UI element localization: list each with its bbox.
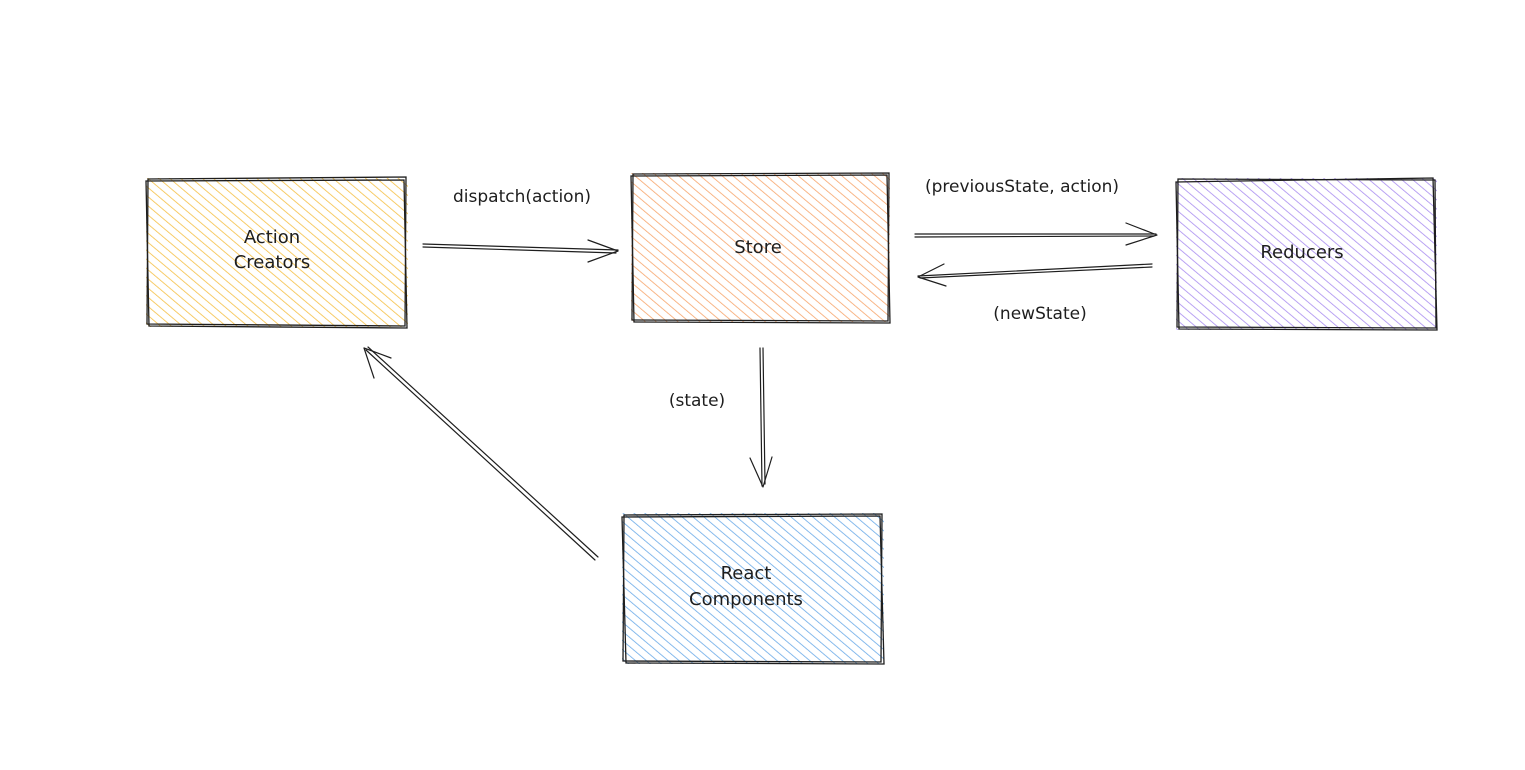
edge-from-reducers-line-2 — [919, 266, 1153, 279]
node-store-outline-2 — [630, 174, 891, 324]
node-action-creators-label-1: Action — [244, 227, 300, 248]
edge-to-reducers: (previousState, action) — [914, 177, 1158, 246]
node-reducers-label: Reducers — [1260, 242, 1343, 263]
node-store-fill — [631, 173, 890, 322]
edge-from-reducers-line — [917, 263, 1153, 277]
node-reducers-outline-2 — [1175, 177, 1438, 331]
edge-to-reducers-arrowhead — [1125, 222, 1158, 246]
node-action-creators-fill — [146, 178, 408, 327]
node-action-creators-label-2: Creators — [234, 252, 311, 273]
node-react-components[interactable]: React Components — [621, 513, 885, 665]
edge-from-reducers-arrowhead — [917, 263, 947, 287]
edge-dispatch-line-2 — [422, 246, 617, 254]
edge-components-to-actions — [363, 346, 599, 561]
node-reducers-fill — [1176, 178, 1437, 330]
edge-to-components-arrowhead — [749, 456, 773, 488]
node-action-creators-outline-2 — [145, 179, 408, 329]
node-react-components-label-1: React — [721, 563, 772, 584]
node-react-components-outline — [622, 513, 883, 663]
edge-dispatch-line — [422, 243, 619, 251]
edge-components-to-actions-line-2 — [367, 346, 599, 558]
node-react-components-fill — [622, 513, 884, 664]
edge-dispatch: dispatch(action) — [422, 187, 619, 263]
node-react-components-label-2: Components — [689, 589, 803, 610]
node-store[interactable]: Store — [630, 172, 891, 324]
node-reducers[interactable]: Reducers — [1175, 177, 1438, 331]
edge-to-components-line — [759, 347, 763, 487]
edge-to-components: (state) — [669, 347, 773, 488]
edge-from-reducers-label: (newState) — [993, 304, 1086, 324]
edge-to-components-line-2 — [762, 347, 766, 485]
node-store-label: Store — [734, 237, 782, 258]
edge-to-components-label: (state) — [669, 391, 725, 411]
edge-dispatch-arrowhead — [587, 239, 619, 263]
edge-to-reducers-line-2 — [914, 235, 1155, 238]
edge-dispatch-label: dispatch(action) — [453, 187, 591, 207]
edge-from-reducers: (newState) — [917, 263, 1153, 324]
node-react-components-outline-2 — [621, 515, 885, 665]
edge-to-reducers-label: (previousState, action) — [925, 177, 1119, 197]
edge-components-to-actions-arrowhead — [363, 347, 392, 379]
node-action-creators[interactable]: Action Creators — [145, 176, 408, 329]
edge-components-to-actions-line — [365, 349, 596, 561]
